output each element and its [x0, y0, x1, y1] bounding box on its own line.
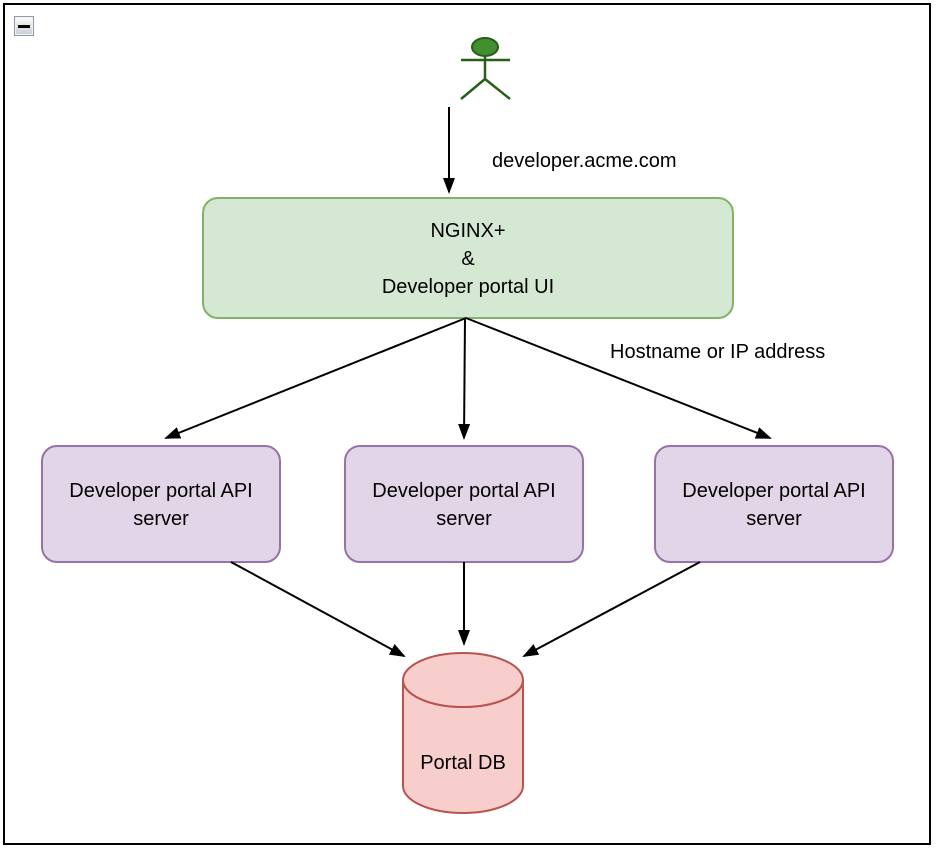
actor-leg-right-icon [484, 78, 511, 100]
actor-node-user[interactable] [460, 37, 511, 100]
edge-label-developer-acme: developer.acme.com [492, 150, 677, 172]
db-cylinder-top [402, 652, 524, 708]
node-api-server-right[interactable]: Developer portal API server [654, 445, 894, 563]
actor-leg-left-icon [460, 78, 486, 100]
api-server-label-line1: Developer portal API [69, 480, 252, 502]
api-server-box[interactable] [654, 445, 894, 563]
db-label: Portal DB [420, 752, 506, 774]
gateway-label-line2: & [461, 248, 475, 270]
api-server-box[interactable] [41, 445, 281, 563]
edge-gateway-to-api-right[interactable] [465, 317, 772, 439]
gateway-label-line3: Developer portal UI [382, 276, 554, 298]
node-portal-db[interactable]: Portal DB [402, 652, 524, 814]
actor-head-icon [471, 37, 499, 57]
edge-api-right-to-db[interactable] [522, 561, 701, 657]
api-server-label-line1: Developer portal API [682, 480, 865, 502]
node-api-server-middle[interactable]: Developer portal API server [344, 445, 584, 563]
collapse-minus-icon [18, 24, 30, 28]
api-server-label-line2: server [133, 508, 189, 530]
api-server-box[interactable] [344, 445, 584, 563]
gateway-label-line1: NGINX+ [430, 220, 505, 242]
edge-gateway-to-api-middle[interactable] [458, 317, 471, 440]
api-server-label-line2: server [746, 508, 802, 530]
collapse-button[interactable] [14, 16, 34, 36]
edge-label-hostname-or-ip: Hostname or IP address [610, 341, 825, 363]
node-api-server-left[interactable]: Developer portal API server [41, 445, 281, 563]
edge-api-left-to-db[interactable] [230, 561, 406, 657]
api-server-label-line1: Developer portal API [372, 480, 555, 502]
api-server-label-line2: server [436, 508, 492, 530]
edge-gateway-to-api-left[interactable] [164, 317, 467, 439]
